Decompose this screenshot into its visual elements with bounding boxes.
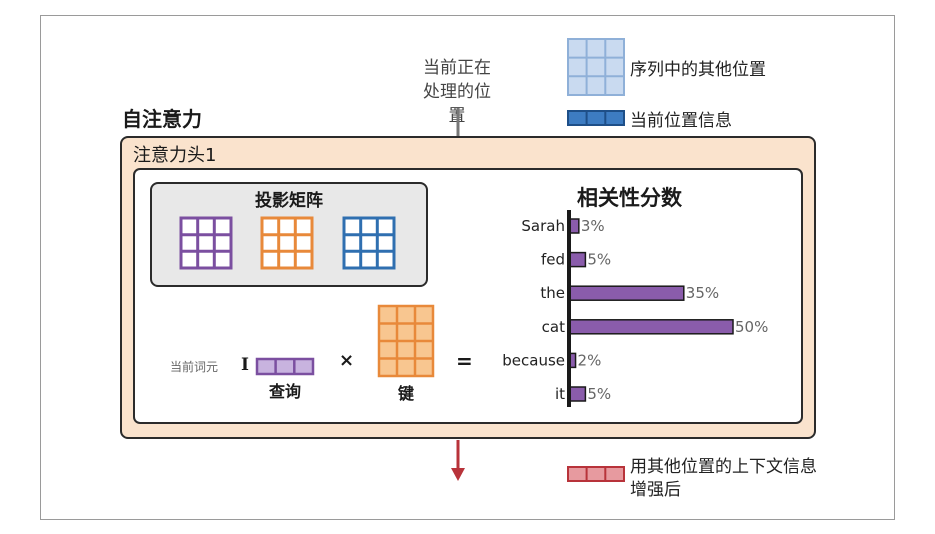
chart-title: 相关性分数	[577, 186, 682, 210]
diagram-frame	[40, 15, 895, 520]
bar-category-label: because	[502, 351, 565, 369]
equals-sign: =	[456, 349, 473, 373]
relevance-bar	[568, 285, 685, 301]
bar-category-label: the	[540, 284, 565, 302]
bar-value-label: 35%	[686, 284, 719, 302]
current-position-legend-icon	[567, 110, 625, 126]
current-token-label: 当前词元	[170, 360, 219, 374]
key-projection-matrix-icon	[260, 216, 314, 270]
query-vector-icon	[255, 357, 315, 376]
bar-category-label: Sarah	[521, 217, 565, 235]
enriched-legend-label: 用其他位置的上下文信息增强后	[630, 456, 820, 502]
bar-value-label: 5%	[587, 251, 611, 269]
other-positions-legend-icon	[567, 38, 625, 96]
bar-value-label: 2%	[578, 351, 602, 369]
bar-value-label: 5%	[587, 385, 611, 403]
bar-category-label: it	[555, 385, 565, 403]
current-position-legend-label: 当前位置信息	[630, 111, 732, 131]
enriched-legend-icon	[567, 466, 625, 482]
query-projection-matrix-icon	[179, 216, 233, 270]
bar-category-label: cat	[542, 318, 565, 336]
relevance-score-chart: Sarah 3% fed 5% the 35% cat 50% because 2% it 5%	[502, 210, 768, 407]
projection-title: 投影矩阵	[255, 191, 323, 211]
other-positions-legend-label: 序列中的其他位置	[630, 60, 766, 80]
bar-value-label: 3%	[581, 217, 605, 235]
value-projection-matrix-icon	[342, 216, 396, 270]
enriched-legend-text: 用其他位置的上下文信息增强后	[630, 457, 817, 500]
current-processing-note-text: 当前正在处理的位置	[423, 58, 491, 126]
bar-value-label: 50%	[735, 318, 768, 336]
key-label: 键	[397, 384, 414, 403]
relevance-bar	[568, 251, 587, 268]
key-matrix-icon	[377, 304, 435, 378]
attention-head-title: 注意力头1	[133, 145, 217, 166]
down-arrow-red-icon	[451, 440, 465, 481]
multiply-sign: ×	[339, 350, 355, 371]
relevance-bar	[568, 319, 734, 335]
query-label: 查询	[268, 382, 301, 401]
bar-category-label: fed	[541, 251, 565, 269]
relevance-bar	[568, 386, 587, 402]
self-attention-title: 自注意力	[122, 107, 202, 131]
current-processing-note: 当前正在处理的位置	[402, 56, 512, 128]
text-cursor-icon: I	[241, 355, 249, 375]
